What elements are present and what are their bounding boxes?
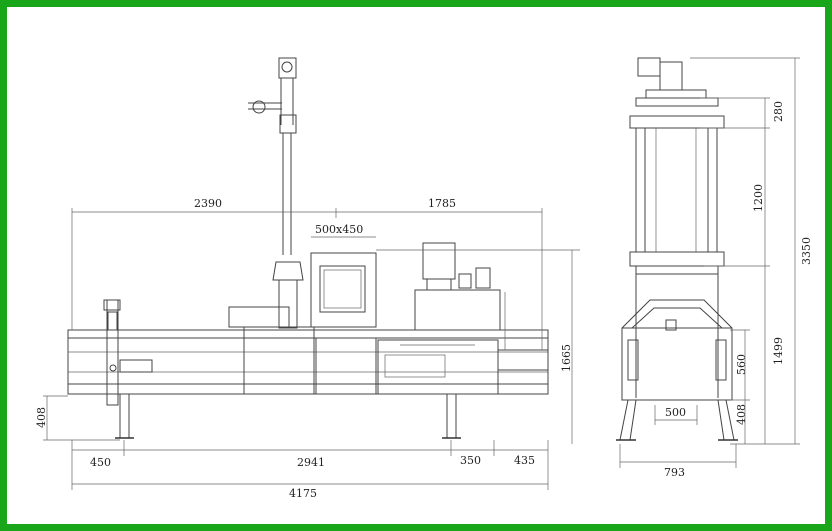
dim-leg-height-right: 408: [735, 404, 748, 425]
dim-top-right-length: 1785: [428, 197, 456, 210]
dim-top-left-length: 2390: [194, 197, 222, 210]
dim-leg-height-left: 408: [35, 407, 48, 428]
dim-overall-length: 4175: [289, 487, 317, 500]
dim-overall-width: 793: [664, 466, 685, 479]
dim-door-height: 560: [735, 354, 748, 375]
dim-body-height: 1499: [772, 337, 785, 365]
dim-chute-opening: 500x450: [315, 223, 363, 236]
dim-cylinder-head: 280: [772, 101, 785, 122]
dim-left-offset: 450: [90, 456, 111, 469]
dim-base-span: 2941: [297, 456, 325, 469]
side-view: [43, 57, 580, 490]
dimension-labels: 2390 1785 500x450 1665 408 450 2941 350 …: [35, 101, 813, 500]
dim-overall-height-side: 1665: [560, 344, 573, 372]
dim-right-offset-b: 435: [514, 454, 535, 467]
front-view: [616, 57, 800, 468]
dim-total-height: 3350: [800, 237, 813, 265]
dim-right-offset-a: 350: [460, 454, 481, 467]
dim-door-width: 500: [665, 406, 686, 419]
dim-cylinder-stroke: 1200: [752, 184, 765, 212]
